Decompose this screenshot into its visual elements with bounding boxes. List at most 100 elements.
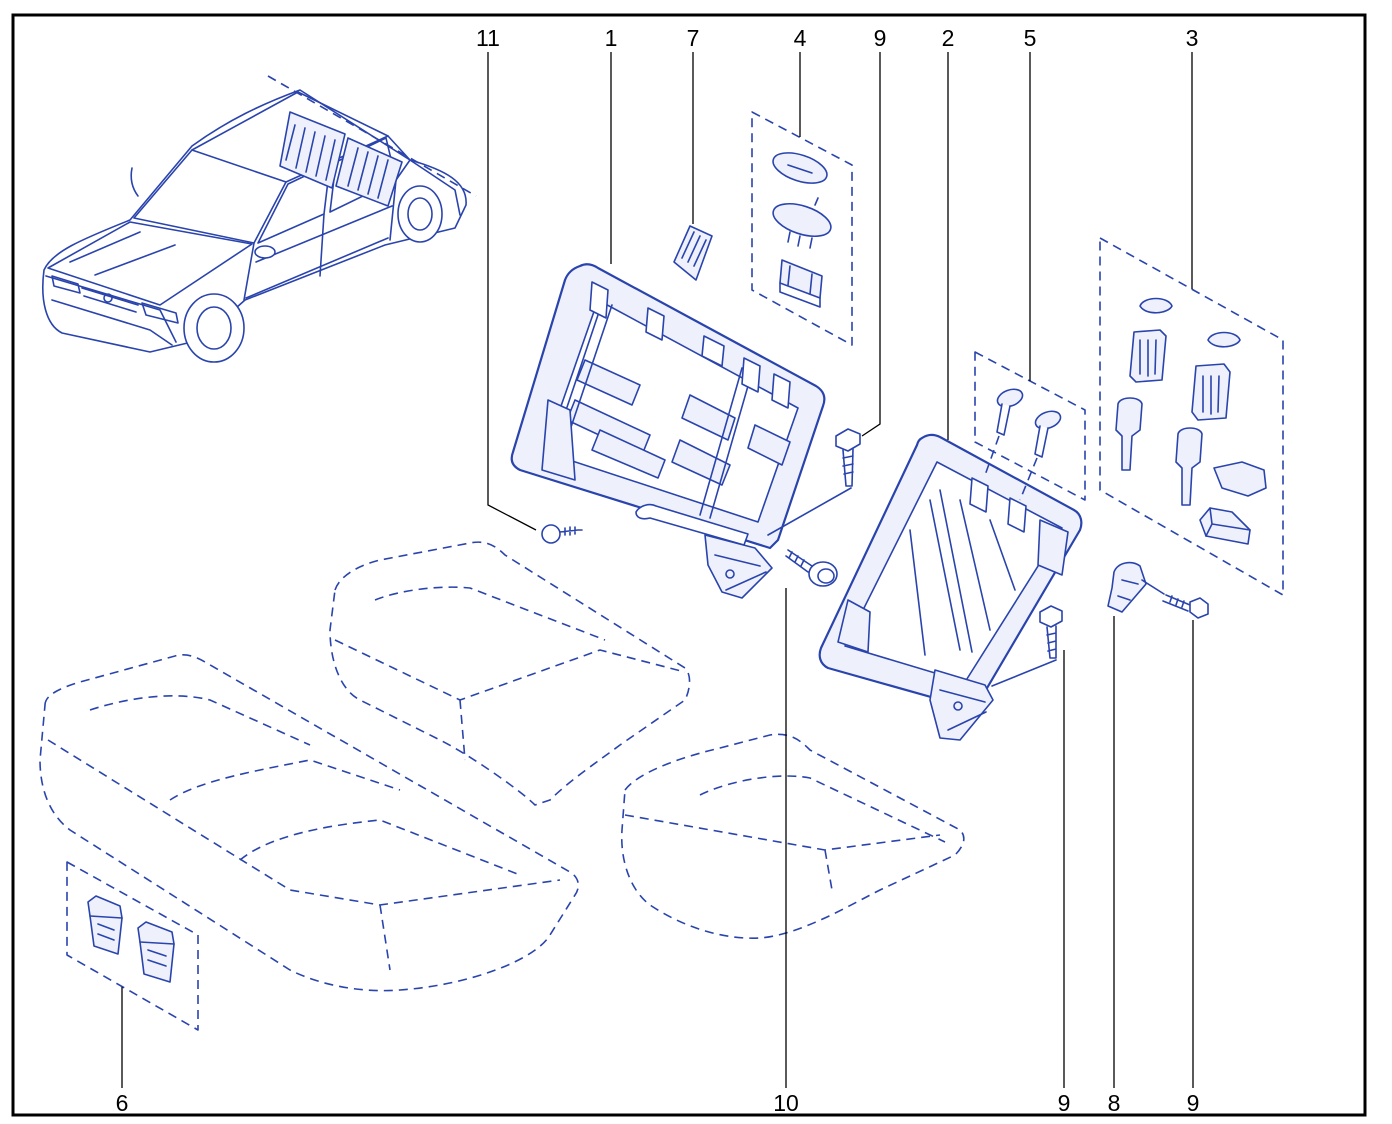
part-5-pin-shaft bbox=[996, 403, 1011, 436]
assembly-line-bolt-9-to-frame-2 bbox=[991, 659, 1057, 687]
assembly-line-clip-8-to-bolt-9 bbox=[1141, 579, 1165, 595]
part-group-3-box bbox=[1099, 237, 1284, 596]
frame-1-tab bbox=[589, 281, 609, 319]
fasteners bbox=[541, 428, 1209, 687]
right-cushion-outline bbox=[620, 733, 965, 939]
leader-lines bbox=[121, 52, 1194, 1088]
frame-2-tab bbox=[1007, 497, 1027, 533]
vehicle-rear-wheel-rim bbox=[407, 197, 433, 231]
callout-label-2: 2 bbox=[942, 25, 955, 51]
part-4-clip-middle-prongs bbox=[787, 197, 819, 249]
part-11-pin bbox=[541, 524, 583, 544]
vehicle-antenna bbox=[130, 167, 139, 197]
callout-labels-bottom: 6 10 9 8 9 bbox=[116, 1090, 1200, 1116]
seat-back-frame-1 bbox=[510, 263, 826, 599]
bolt-shaft bbox=[785, 549, 813, 573]
frame-1-rib bbox=[576, 359, 641, 406]
seat-cushion-middle bbox=[329, 541, 691, 806]
callout-label-7: 7 bbox=[687, 25, 700, 51]
part-4-bracket-detail bbox=[779, 265, 821, 308]
bolt-washer bbox=[817, 568, 835, 584]
bolt-head bbox=[808, 561, 838, 587]
frame-2-hinge-detail bbox=[939, 689, 987, 731]
frame-1-tab bbox=[701, 335, 725, 367]
vehicle-hood-crease bbox=[69, 231, 176, 276]
part-8-detail bbox=[1117, 579, 1139, 601]
part-7-slots bbox=[681, 231, 707, 267]
callout-label-3: 3 bbox=[1186, 25, 1199, 51]
part-group-4 bbox=[751, 111, 853, 346]
part-11-pin-shaft bbox=[559, 526, 583, 536]
right-cushion-seams bbox=[624, 775, 946, 891]
callout-label-10: 10 bbox=[773, 1090, 799, 1116]
middle-cushion-outline bbox=[329, 541, 691, 806]
callout-label-1: 1 bbox=[605, 25, 618, 51]
frame-1-tab bbox=[645, 307, 665, 341]
seat-cushion-bench bbox=[39, 654, 580, 992]
vehicle-mirror bbox=[254, 245, 276, 259]
vehicle-seat-back-right bbox=[335, 137, 403, 207]
part-3-bracket-detail bbox=[1205, 507, 1251, 537]
frame-2-hinge-hole bbox=[953, 701, 963, 711]
part-9-bolt-right bbox=[1162, 594, 1209, 619]
part-4-clip-middle bbox=[772, 202, 832, 238]
part-5-pin-head bbox=[996, 388, 1024, 408]
bolt-shaft bbox=[1046, 625, 1057, 659]
frame-2-ribs bbox=[909, 489, 1016, 656]
callout-label-8: 8 bbox=[1108, 1090, 1121, 1116]
frame-1-rib bbox=[681, 394, 736, 441]
callout-label-9-right: 9 bbox=[1187, 1090, 1200, 1116]
part-5-fitting-lines bbox=[983, 435, 1038, 501]
callout-label-11: 11 bbox=[476, 25, 500, 51]
frame-1-tab bbox=[741, 357, 761, 393]
vehicle-rear-wheel bbox=[397, 185, 443, 243]
middle-cushion-seams bbox=[334, 586, 686, 761]
part-3-peg bbox=[1175, 427, 1203, 506]
vehicle-illustration bbox=[42, 89, 467, 363]
part-11-pin-head bbox=[541, 524, 561, 544]
part-3-peg bbox=[1115, 397, 1143, 471]
frame-1-rib bbox=[591, 429, 666, 479]
part-8-clip bbox=[1107, 561, 1147, 613]
frame-1-crossbar bbox=[635, 503, 749, 546]
bench-cushion-outline bbox=[39, 654, 580, 992]
frame-1-hinge-detail bbox=[714, 554, 767, 591]
bolt-shaft bbox=[842, 448, 854, 487]
callout-label-9-lower: 9 bbox=[1058, 1090, 1071, 1116]
part-6-bracket bbox=[87, 895, 123, 955]
part-group-6-box bbox=[66, 861, 199, 1031]
frame-1-left-bracket bbox=[541, 399, 576, 481]
vehicle-seat-guide-line bbox=[267, 75, 477, 197]
frame-1-right-bar bbox=[699, 367, 753, 519]
part-group-5-box bbox=[974, 351, 1086, 501]
seat-cushion-right bbox=[620, 733, 965, 939]
frame-1-rib bbox=[671, 439, 731, 486]
vehicle-rear bbox=[387, 135, 461, 216]
diagram-frame-border bbox=[11, 13, 1367, 1117]
callout-label-6: 6 bbox=[116, 1090, 129, 1116]
part-3-guide-detail bbox=[1202, 375, 1220, 415]
frame-1-inner-panel bbox=[544, 299, 799, 523]
frame-1-rib bbox=[747, 424, 791, 466]
part-group-3 bbox=[1099, 237, 1284, 596]
part-8-body bbox=[1107, 561, 1147, 613]
part-group-6 bbox=[66, 861, 199, 1031]
bolt-head bbox=[1189, 597, 1209, 619]
part-5-pin-shaft bbox=[1034, 425, 1049, 458]
vehicle-hood bbox=[47, 221, 253, 306]
frame-2-right-bracket bbox=[1037, 519, 1069, 576]
frame-2-left-bracket bbox=[837, 599, 871, 653]
callout-label-9-upper: 9 bbox=[874, 25, 887, 51]
vehicle-headlight-right bbox=[141, 302, 179, 324]
vehicle-badge-icon bbox=[103, 293, 113, 303]
part-7-clip bbox=[673, 225, 713, 281]
seat-back-frame-2 bbox=[818, 433, 1083, 741]
vehicle-front-wheel-rim bbox=[196, 306, 232, 350]
frame-1-hinge-hole bbox=[725, 569, 735, 579]
part-6-bracket-detail bbox=[89, 915, 123, 941]
callout-labels-top: 11 1 7 4 9 2 5 3 bbox=[476, 25, 1198, 51]
part-group-5 bbox=[974, 351, 1086, 501]
part-5-pin-head bbox=[1034, 410, 1062, 430]
part-4-clip-top-slot bbox=[787, 164, 813, 174]
